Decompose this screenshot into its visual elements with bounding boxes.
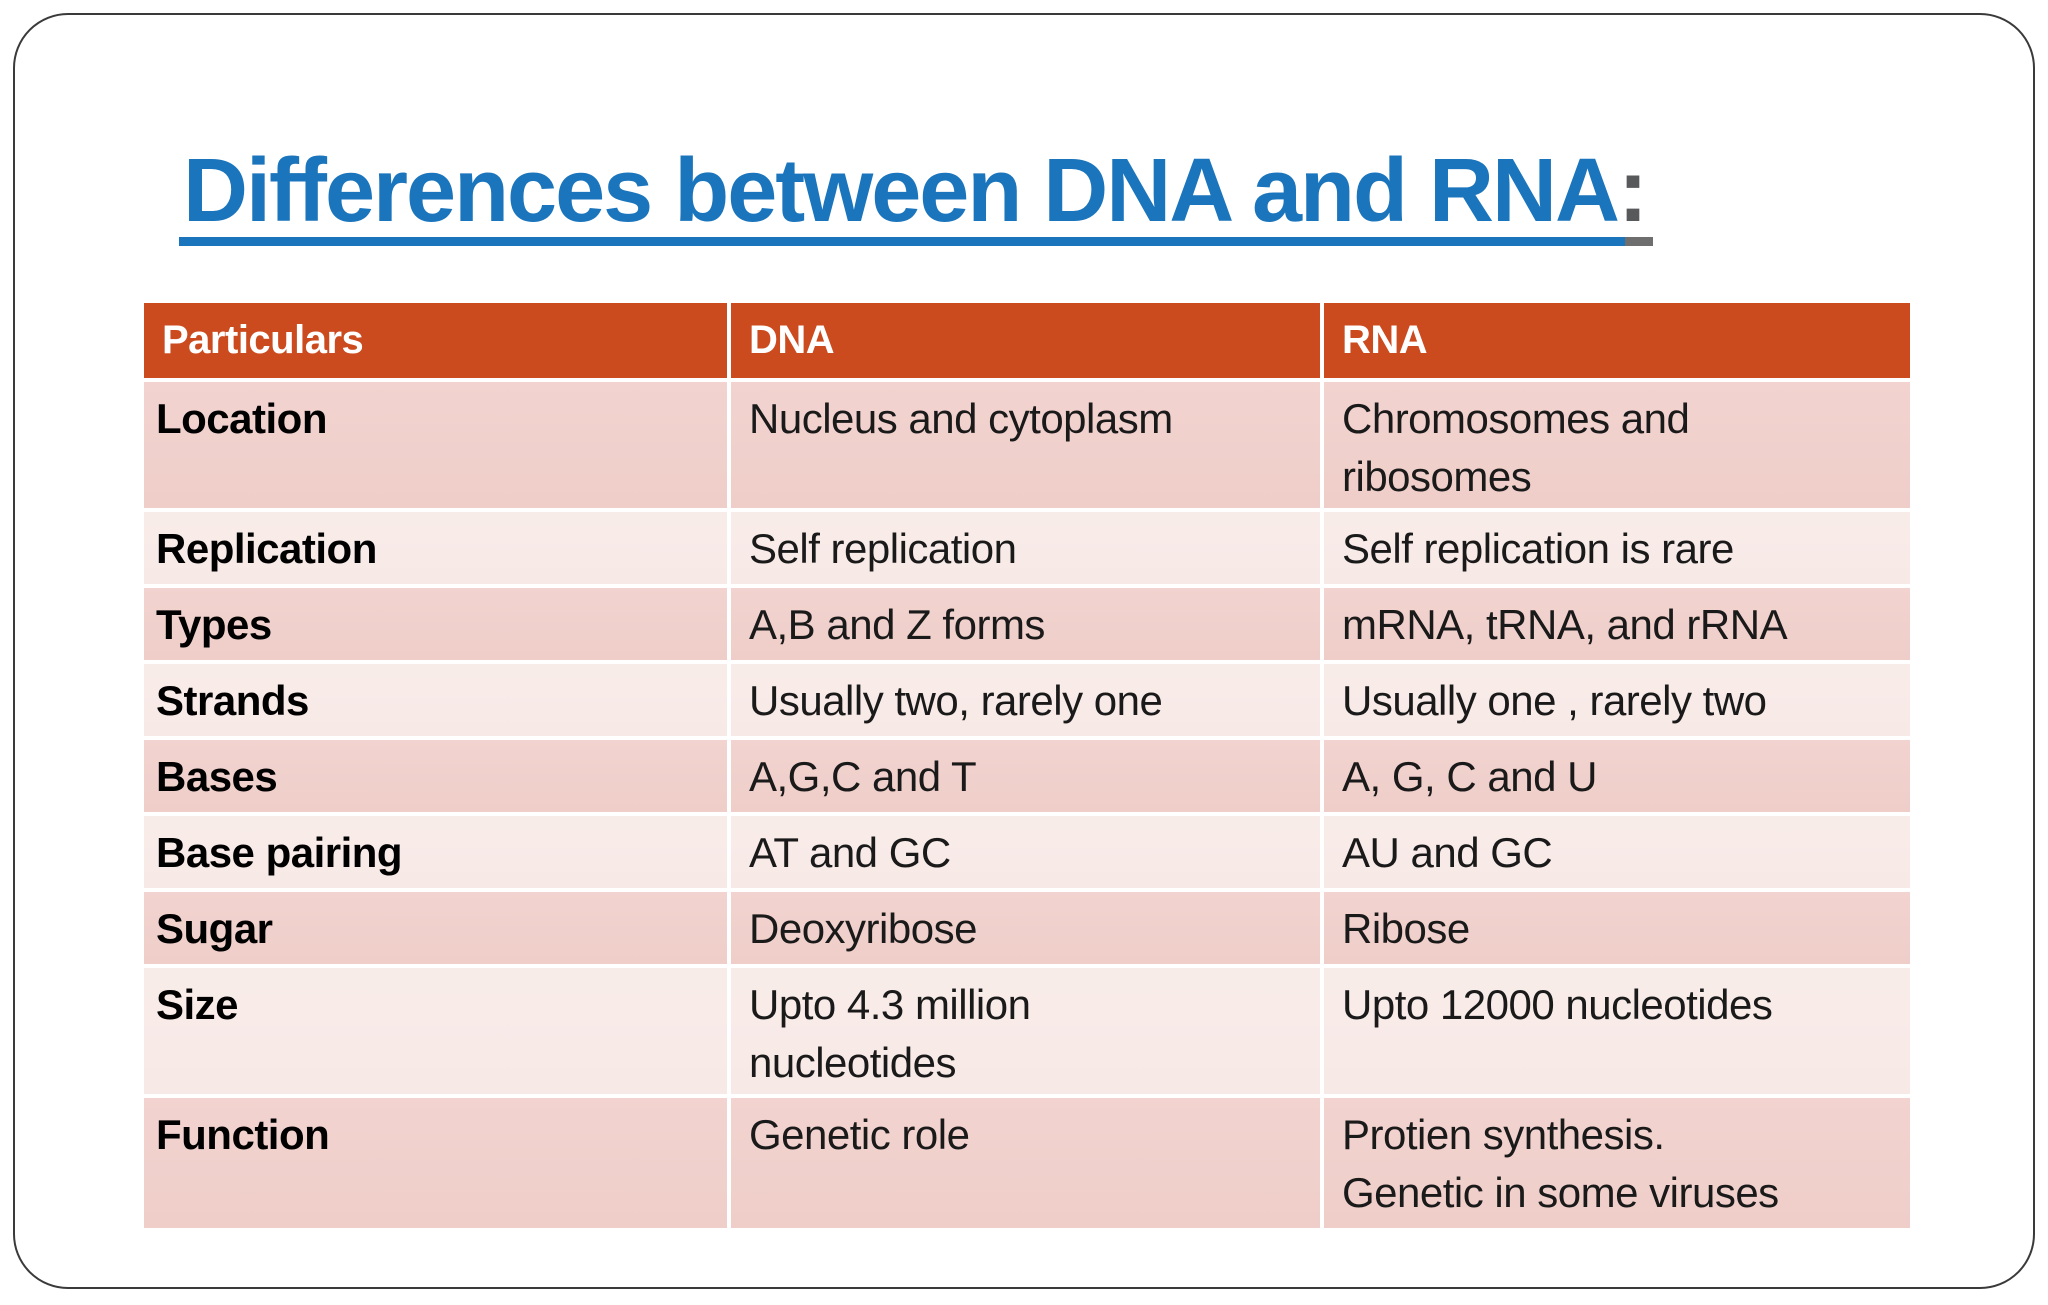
table-row-function: Function Genetic role Protien synthesis.… (144, 1098, 1910, 1228)
row-label-cell: Bases (144, 740, 727, 812)
title-underline (179, 237, 1625, 246)
title-underline-end (1625, 237, 1653, 246)
table-row-replication: Replication Self replication Self replic… (144, 512, 1910, 584)
table-row-sugar: Sugar Deoxyribose Ribose (144, 892, 1910, 964)
rna-value-cell: Upto 12000 nucleotides (1324, 968, 1910, 1094)
table-row-bases: Bases A,G,C and T A, G, C and U (144, 740, 1910, 812)
row-label-cell: Types (144, 588, 727, 660)
rna-value-cell: Ribose (1324, 892, 1910, 964)
dna-value-cell: Self replication (731, 512, 1320, 584)
row-label-cell: Sugar (144, 892, 727, 964)
rna-value-cell: AU and GC (1324, 816, 1910, 888)
table-header-row: Particulars DNA RNA (144, 303, 1910, 378)
row-label-cell: Strands (144, 664, 727, 736)
dna-value-cell: Nucleus and cytoplasm (731, 382, 1320, 508)
dna-value-cell: Upto 4.3 million nucleotides (731, 968, 1320, 1094)
dna-value-cell: Deoxyribose (731, 892, 1320, 964)
dna-value-cell: Genetic role (731, 1098, 1320, 1228)
rna-value-cell: A, G, C and U (1324, 740, 1910, 812)
rna-value-cell: Usually one , rarely two (1324, 664, 1910, 736)
table-row-location: Location Nucleus and cytoplasm Chromosom… (144, 382, 1910, 508)
page-title-colon: : (1617, 141, 1648, 241)
table-row-strands: Strands Usually two, rarely one Usually … (144, 664, 1910, 736)
rna-value-cell: Chromosomes and ribosomes (1324, 382, 1910, 508)
dna-value-cell: Usually two, rarely one (731, 664, 1320, 736)
dna-value-cell: AT and GC (731, 816, 1320, 888)
rna-value-cell: Protien synthesis. Genetic in some virus… (1324, 1098, 1910, 1228)
dna-value-cell: A,B and Z forms (731, 588, 1320, 660)
rna-value-cell: mRNA, tRNA, and rRNA (1324, 588, 1910, 660)
page-title-text: Differences between DNA and RNA (183, 141, 1620, 241)
rna-value-cell: Self replication is rare (1324, 512, 1910, 584)
row-label-cell: Replication (144, 512, 727, 584)
header-cell-rna: RNA (1324, 303, 1910, 378)
row-label-cell: Function (144, 1098, 727, 1228)
comparison-table: Particulars DNA RNA Location Nucleus and… (144, 303, 1910, 1232)
table-row-size: Size Upto 4.3 million nucleotides Upto 1… (144, 968, 1910, 1094)
table-row-base-pairing: Base pairing AT and GC AU and GC (144, 816, 1910, 888)
header-cell-dna: DNA (731, 303, 1320, 378)
table-row-types: Types A,B and Z forms mRNA, tRNA, and rR… (144, 588, 1910, 660)
row-label-cell: Size (144, 968, 727, 1094)
row-label-cell: Location (144, 382, 727, 508)
row-label-cell: Base pairing (144, 816, 727, 888)
dna-value-cell: A,G,C and T (731, 740, 1320, 812)
page-title: Differences between DNA and RNA: (183, 146, 1648, 236)
header-cell-particulars: Particulars (144, 303, 727, 378)
